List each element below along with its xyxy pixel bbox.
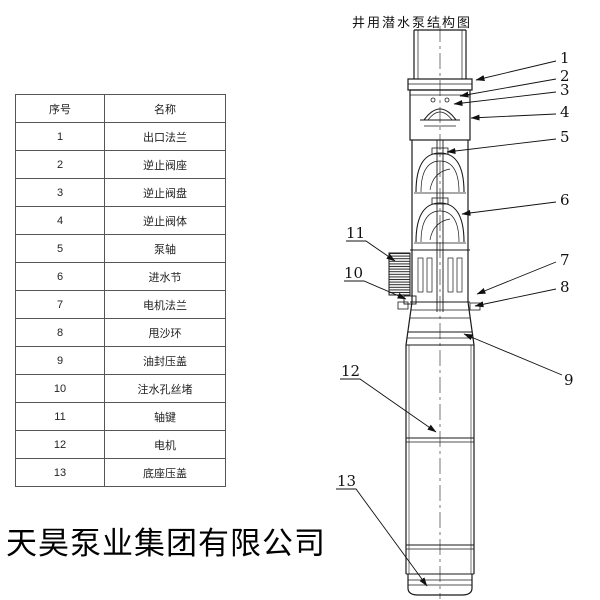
- callout-numbers: 1 2 3 4 5 6 7 8 9 10 11 12 13: [337, 49, 574, 490]
- callout-11: 11: [346, 224, 365, 242]
- cell-num: 10: [15, 374, 105, 403]
- cell-num: 6: [15, 262, 105, 291]
- cell-num: 2: [15, 150, 105, 179]
- cell-name: 出口法兰: [104, 122, 226, 151]
- callout-13: 13: [337, 472, 356, 490]
- cell-num: 1: [15, 122, 105, 151]
- cell-name: 逆止阀座: [104, 150, 226, 179]
- cell-num: 8: [15, 318, 105, 347]
- cell-num: 3: [15, 178, 105, 207]
- leader-11: [346, 240, 396, 262]
- callout-12: 12: [341, 362, 360, 380]
- cell-num: 5: [15, 234, 105, 263]
- callout-4: 4: [560, 103, 570, 121]
- pump-bowl-section: [410, 139, 470, 312]
- leader-9: [463, 333, 563, 376]
- motor-body: [405, 345, 475, 574]
- base-gland: [406, 573, 474, 596]
- leader-7: [476, 261, 557, 295]
- header-num: 序号: [15, 94, 105, 123]
- cell-name: 甩沙环: [104, 318, 226, 347]
- impeller-stage-1: [414, 147, 466, 194]
- discharge-pipe: [413, 29, 467, 79]
- callout-9: 9: [564, 371, 574, 389]
- callout-2: 2: [560, 67, 570, 85]
- cell-name: 电机: [104, 430, 226, 459]
- water-inlet-section: [410, 250, 470, 303]
- callout-6: 6: [560, 191, 570, 209]
- sand-slinger-ring: [469, 302, 481, 311]
- callout-7: 7: [560, 251, 570, 269]
- table-header-row: 序号 名称: [15, 94, 226, 123]
- leader-6: [461, 201, 557, 216]
- callout-5: 5: [560, 128, 570, 146]
- cell-num: 9: [15, 346, 105, 375]
- cell-name: 逆止阀体: [104, 206, 226, 235]
- cell-num: 7: [15, 290, 105, 319]
- cell-num: 13: [15, 458, 105, 487]
- injection-plug: [403, 295, 417, 305]
- company-name: 天昊泵业集团有限公司: [6, 526, 326, 562]
- leader-5: [446, 138, 557, 154]
- leader-1: [475, 60, 557, 81]
- leader-lines: [336, 60, 563, 587]
- leader-12: [340, 378, 437, 433]
- callout-3: 3: [560, 81, 570, 99]
- header-name: 名称: [104, 94, 226, 123]
- cell-name: 注水孔丝堵: [104, 374, 226, 403]
- leader-13: [336, 488, 428, 587]
- leader-10: [344, 280, 407, 300]
- leader-3: [453, 91, 557, 106]
- callout-10: 10: [344, 264, 363, 282]
- leader-8: [474, 288, 557, 308]
- drawing-title: 井用潜水泵结构图: [352, 15, 473, 30]
- motor-flange-area: [397, 301, 481, 346]
- cell-name: 轴键: [104, 402, 226, 431]
- callout-1: 1: [560, 49, 570, 67]
- leader-4: [470, 113, 557, 121]
- cell-name: 底座压盖: [104, 458, 226, 487]
- callout-8: 8: [560, 278, 570, 296]
- cell-name: 逆止阀盘: [104, 178, 226, 207]
- impeller-stage-2: [414, 197, 466, 244]
- leader-2: [459, 78, 557, 98]
